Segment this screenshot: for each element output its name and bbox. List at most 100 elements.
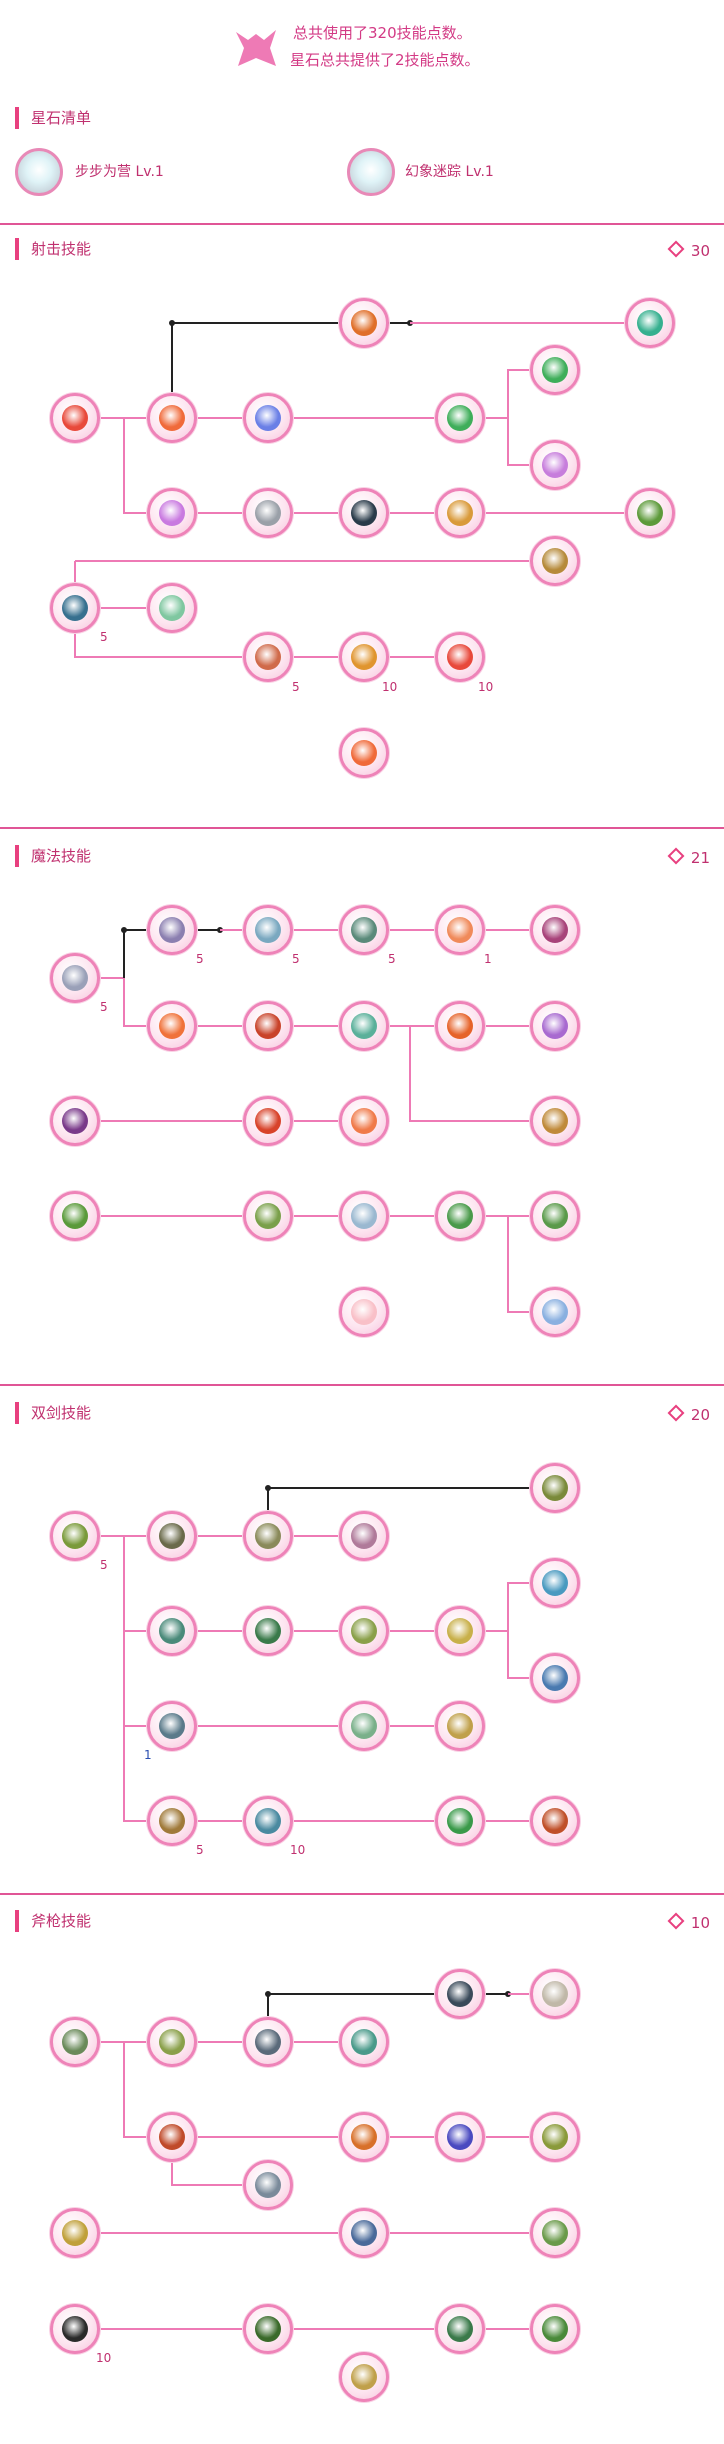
skill-node[interactable] xyxy=(339,1701,389,1751)
star-stone-1-label[interactable]: 步步为营 Lv.1 xyxy=(75,164,164,180)
skill-node[interactable] xyxy=(243,488,293,538)
skill-node[interactable] xyxy=(147,905,197,955)
skill-node[interactable] xyxy=(243,1796,293,1846)
skill-node[interactable] xyxy=(530,1653,580,1703)
skill-node[interactable] xyxy=(530,1969,580,2019)
skill-node[interactable] xyxy=(243,2017,293,2067)
skill-node[interactable] xyxy=(435,1191,485,1241)
skill-node[interactable] xyxy=(147,488,197,538)
skill-node[interactable] xyxy=(530,1463,580,1513)
skill-node[interactable] xyxy=(530,440,580,490)
mage-hat-icon[interactable] xyxy=(15,148,63,196)
skill-icon xyxy=(62,2220,88,2246)
skill-node[interactable] xyxy=(435,1001,485,1051)
skill-node[interactable] xyxy=(243,1191,293,1241)
skill-icon xyxy=(637,500,663,526)
skill-node[interactable] xyxy=(50,1096,100,1146)
skill-node[interactable] xyxy=(147,1796,197,1846)
skill-node[interactable] xyxy=(243,1606,293,1656)
skill-node[interactable] xyxy=(50,393,100,443)
skill-node[interactable] xyxy=(243,2160,293,2210)
skill-node[interactable] xyxy=(339,2017,389,2067)
skill-node[interactable] xyxy=(147,583,197,633)
skill-node[interactable] xyxy=(530,1287,580,1337)
skill-node[interactable] xyxy=(50,1191,100,1241)
skill-node[interactable] xyxy=(530,1796,580,1846)
skill-node[interactable] xyxy=(625,298,675,348)
skill-level-label: 5 xyxy=(292,952,300,966)
skill-node[interactable] xyxy=(530,905,580,955)
skill-node[interactable] xyxy=(339,905,389,955)
skill-node[interactable] xyxy=(147,2017,197,2067)
skill-level-label: 5 xyxy=(388,952,396,966)
skill-node[interactable] xyxy=(243,1001,293,1051)
skill-node[interactable] xyxy=(243,393,293,443)
skill-node[interactable] xyxy=(243,1096,293,1146)
skill-node[interactable] xyxy=(50,1511,100,1561)
skill-node[interactable] xyxy=(147,2112,197,2162)
skill-node[interactable] xyxy=(147,1701,197,1751)
skill-node[interactable] xyxy=(50,2017,100,2067)
skill-node[interactable] xyxy=(339,488,389,538)
skill-icon xyxy=(255,405,281,431)
skill-node[interactable] xyxy=(50,2208,100,2258)
skill-node[interactable] xyxy=(147,1606,197,1656)
skill-node[interactable] xyxy=(435,1606,485,1656)
skill-node[interactable] xyxy=(435,1969,485,2019)
skill-icon xyxy=(62,1108,88,1134)
skill-node[interactable] xyxy=(625,488,675,538)
skill-node[interactable] xyxy=(339,1287,389,1337)
skill-node[interactable] xyxy=(339,632,389,682)
skill-node[interactable] xyxy=(147,1001,197,1051)
dual-sword-skills-header: 双剑技能 xyxy=(15,1402,91,1424)
skill-node[interactable] xyxy=(147,393,197,443)
skill-node[interactable] xyxy=(50,583,100,633)
skill-node[interactable] xyxy=(339,2352,389,2402)
skill-node[interactable] xyxy=(530,2208,580,2258)
skill-node[interactable] xyxy=(530,1191,580,1241)
skill-icon xyxy=(255,2316,281,2342)
skill-node[interactable] xyxy=(435,1701,485,1751)
skill-node[interactable] xyxy=(339,728,389,778)
monkey-icon[interactable] xyxy=(347,148,395,196)
skill-icon xyxy=(351,1618,377,1644)
skill-node[interactable] xyxy=(530,2304,580,2354)
skill-node[interactable] xyxy=(435,1796,485,1846)
skill-node[interactable] xyxy=(530,1001,580,1051)
skill-node[interactable] xyxy=(435,393,485,443)
skill-node[interactable] xyxy=(339,1511,389,1561)
skill-node[interactable] xyxy=(435,488,485,538)
skill-node[interactable] xyxy=(339,1606,389,1656)
star-stone-2-label[interactable]: 幻象迷踪 Lv.1 xyxy=(405,164,494,180)
skill-node[interactable] xyxy=(243,2304,293,2354)
skill-node[interactable] xyxy=(435,905,485,955)
skill-node[interactable] xyxy=(339,1001,389,1051)
skill-icon xyxy=(159,405,185,431)
skill-node[interactable] xyxy=(530,1558,580,1608)
skill-node[interactable] xyxy=(339,2112,389,2162)
skill-node[interactable] xyxy=(339,1096,389,1146)
skill-node[interactable] xyxy=(243,1511,293,1561)
skill-level-label: 5 xyxy=(100,1558,108,1572)
skill-node[interactable] xyxy=(339,1191,389,1241)
skill-node[interactable] xyxy=(147,1511,197,1561)
skill-node[interactable] xyxy=(50,2304,100,2354)
skill-node[interactable] xyxy=(530,1096,580,1146)
skill-node[interactable] xyxy=(339,298,389,348)
skill-node[interactable] xyxy=(243,632,293,682)
skill-node[interactable] xyxy=(435,2112,485,2162)
skill-icon xyxy=(159,595,185,621)
skill-icon xyxy=(351,2364,377,2390)
skill-node[interactable] xyxy=(339,2208,389,2258)
skill-node[interactable] xyxy=(435,632,485,682)
skill-icon xyxy=(255,917,281,943)
skill-node[interactable] xyxy=(435,2304,485,2354)
skill-node[interactable] xyxy=(530,345,580,395)
skill-icon xyxy=(62,2316,88,2342)
skill-node[interactable] xyxy=(50,953,100,1003)
shooting-skills-header: 射击技能 xyxy=(15,238,91,260)
skill-node[interactable] xyxy=(530,536,580,586)
halberd-points-value: 10 xyxy=(690,1914,710,1932)
skill-node[interactable] xyxy=(243,905,293,955)
skill-node[interactable] xyxy=(530,2112,580,2162)
